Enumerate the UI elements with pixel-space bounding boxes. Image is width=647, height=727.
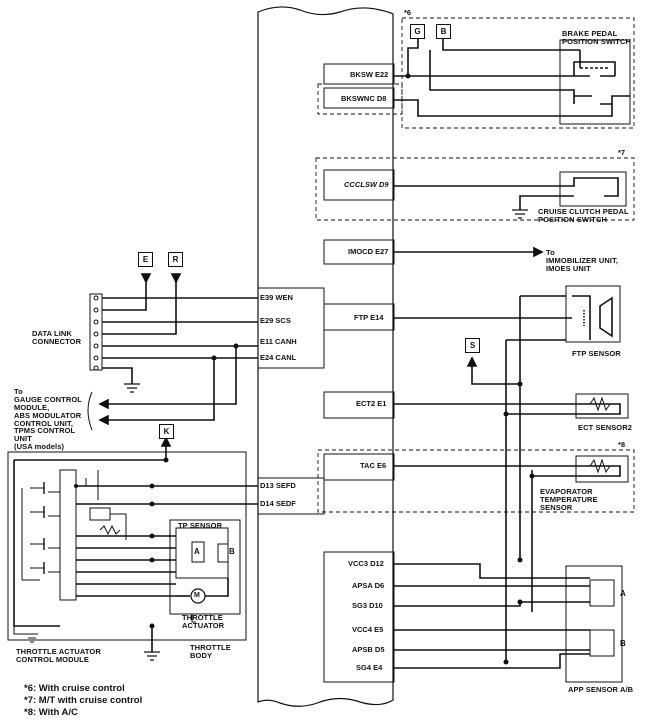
clutch-switch-label: CRUISE CLUTCH PEDAL POSITION SWITCH (538, 207, 629, 224)
pin-vcc4: VCC4 E5 (352, 625, 384, 634)
evap-sensor-label: EVAPORATOR TEMPERATURE SENSOR (540, 487, 598, 512)
ect-sensor-label: ECT SENSOR2 (578, 423, 633, 432)
immobilizer-label: To IMMOBILIZER UNIT, IMOES UNIT (546, 248, 619, 273)
option-box-6 (401, 17, 635, 129)
option-box-7 (315, 157, 635, 221)
pin-canl: E24 CANL (260, 353, 297, 362)
ftp-sensor-label: FTP SENSOR (572, 349, 621, 358)
tp-sensor-label: TP SENSOR (178, 521, 223, 530)
pin-scs: E29 SCS (260, 316, 291, 325)
connector-s: S (465, 338, 480, 353)
throttle-actuator-label: THROTTLE ACTUATOR (182, 613, 225, 630)
tp-b-label: B (229, 547, 235, 556)
dlc-label: DATA LINK CONNECTOR (32, 329, 82, 346)
app-a-label: A (620, 589, 626, 598)
tacm-label: THROTTLE ACTUATOR CONTROL MODULE (16, 647, 101, 664)
pin-ccclsw: CCCLSW D9 (344, 180, 389, 189)
option-mark-8: *8 (618, 440, 626, 449)
connector-e: E (138, 252, 153, 267)
pin-apsa: APSA D6 (352, 581, 385, 590)
brake-switch-label: BRAKE PEDAL POSITION SWITCH (562, 29, 631, 46)
pin-ftp: FTP E14 (354, 313, 384, 322)
pin-tac: TAC E6 (360, 461, 387, 470)
ecm-outline (257, 6, 394, 707)
pin-sg4: SG4 E4 (356, 663, 383, 672)
throttle-body-label: THROTTLE BODY (190, 643, 231, 660)
pin-bkswnc: BKSWNC D8 (341, 94, 387, 103)
pin-wen: E39 WEN (260, 293, 293, 302)
option-mark-6: *6 (404, 8, 412, 17)
option-mark-7: *7 (618, 148, 626, 157)
pin-vcc3: VCC3 D12 (348, 559, 384, 568)
pin-bksw: BKSW E22 (350, 70, 389, 79)
connector-g: G (410, 24, 425, 39)
pin-sg3: SG3 D10 (352, 601, 383, 610)
connector-r: R (168, 252, 183, 267)
pin-canh: E11 CANH (260, 337, 297, 346)
app-sensor-label: APP SENSOR A/B (568, 685, 634, 694)
motor-symbol: M (194, 592, 200, 599)
footnote-8: *8: With A/C (24, 707, 78, 718)
footnote-6: *6: With cruise control (24, 683, 125, 694)
pin-imocd: IMOCD E27 (348, 247, 389, 256)
option-box-8 (317, 449, 635, 513)
pin-apsb: APSB D5 (352, 645, 385, 654)
gauge-label: To GAUGE CONTROL MODULE, ABS MODULATOR C… (14, 387, 82, 452)
footnote-7: *7: M/T with cruise control (24, 695, 143, 706)
connector-k: K (159, 424, 174, 439)
pin-ect2: ECT2 E1 (356, 399, 387, 408)
app-b-label: B (620, 639, 626, 648)
tp-a-label: A (194, 547, 200, 556)
pin-sefd: D13 SEFD (260, 481, 296, 490)
pin-sedf: D14 SEDF (260, 499, 296, 508)
connector-b: B (436, 24, 451, 39)
